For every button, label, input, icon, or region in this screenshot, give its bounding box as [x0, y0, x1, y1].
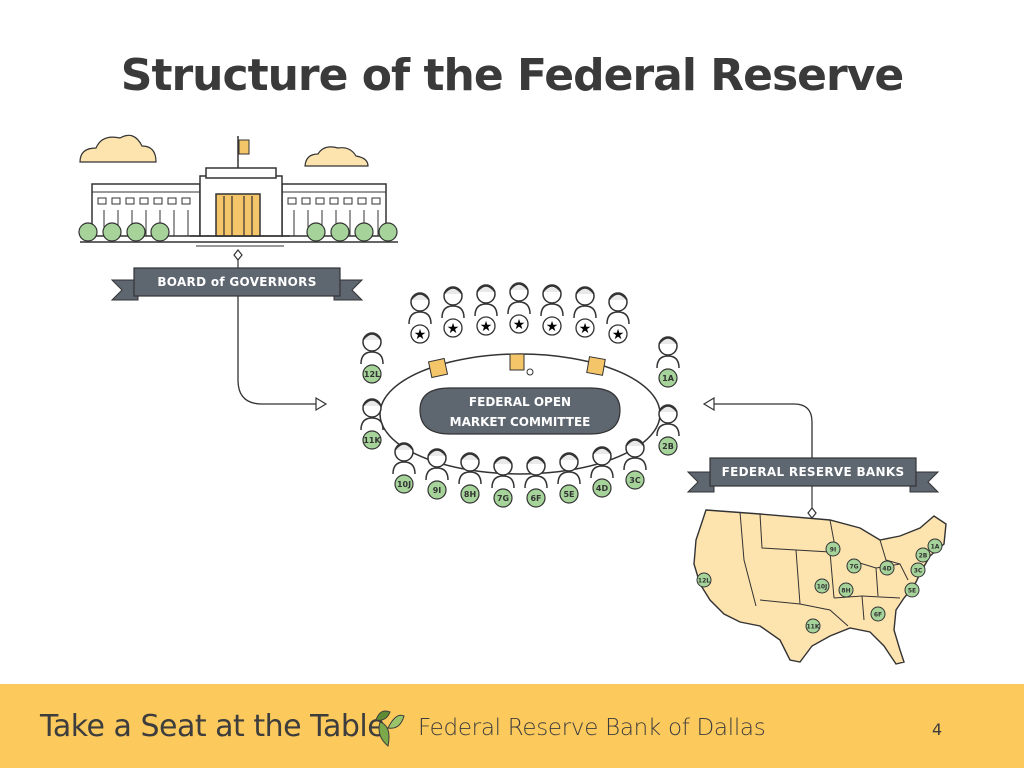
- federal-reserve-banks-label: FEDERAL RESERVE BANKS: [721, 465, 905, 479]
- governors-group: ★ ★ ★ ★ ★ ★ ★: [408, 282, 630, 344]
- board-of-governors-label: BOARD of GOVERNORS: [157, 275, 317, 289]
- district-badge-label: 11K: [363, 436, 381, 445]
- fomc-label: FEDERAL OPEN MARKET COMMITTEE: [420, 392, 620, 432]
- fomc-label-line1: FEDERAL OPEN: [468, 395, 572, 409]
- svg-text:★: ★: [513, 317, 526, 333]
- district-badge-label: 3C: [629, 476, 641, 485]
- map-district-badge: 5E: [904, 582, 920, 598]
- svg-text:★: ★: [546, 319, 559, 335]
- svg-text:11K: 11K: [807, 624, 820, 631]
- cloud-icon: [79, 134, 157, 163]
- svg-text:5E: 5E: [908, 588, 916, 595]
- leaf-logo-icon: [375, 710, 405, 747]
- district-badge-label: 1A: [662, 374, 675, 383]
- footer-title: Take a Seat at the Table: [40, 709, 386, 744]
- map-district-badge: 11K: [805, 618, 821, 634]
- district-president: 6F: [524, 456, 548, 508]
- district-badge-label: 9I: [433, 486, 442, 495]
- map-district-badge: 7G: [846, 558, 862, 574]
- district-president: 7G: [491, 456, 515, 508]
- svg-text:7G: 7G: [849, 564, 858, 571]
- district-badge-label: 7G: [497, 494, 509, 503]
- page-number: 4: [932, 720, 943, 739]
- map-district-badge: 10J: [814, 578, 830, 594]
- district-president: 4D: [590, 446, 614, 498]
- svg-text:★: ★: [480, 319, 493, 335]
- svg-text:3C: 3C: [914, 568, 923, 575]
- district-president: 9I: [425, 448, 449, 500]
- svg-text:9I: 9I: [830, 547, 836, 554]
- svg-text:10J: 10J: [817, 584, 828, 591]
- district-badge-label: 8H: [464, 490, 476, 499]
- presidents-group: 12L 11K 10J 9I 8H 7G 6F 5E 4D 3C 2B 1A: [360, 332, 680, 508]
- svg-text:★: ★: [579, 321, 592, 337]
- district-badge-label: 4D: [596, 484, 609, 493]
- svg-text:6F: 6F: [874, 612, 882, 619]
- district-president: 11K: [360, 398, 384, 450]
- map-district-badge: 12L: [696, 572, 712, 588]
- svg-text:4D: 4D: [882, 566, 891, 573]
- map-district-badge: 6F: [870, 606, 886, 622]
- district-badge-label: 5E: [563, 490, 574, 499]
- district-badge-label: 6F: [530, 494, 541, 503]
- map-district-badge: 3C: [910, 562, 926, 578]
- footer-bar: Take a Seat at the Table Federal Reserve…: [0, 684, 1024, 768]
- slide-title: Structure of the Federal Reserve: [120, 50, 904, 101]
- district-president: 8H: [458, 452, 482, 504]
- map-district-badge: 4D: [879, 560, 895, 576]
- svg-text:2B: 2B: [919, 553, 928, 560]
- svg-text:1A: 1A: [931, 544, 940, 551]
- district-president: 3C: [623, 438, 647, 490]
- map-district-badge: 2B: [915, 547, 931, 563]
- district-president: 1A: [656, 336, 680, 388]
- district-president: 12L: [360, 332, 384, 384]
- tree-icon: [78, 222, 398, 242]
- map-district-badge: 1A: [927, 538, 943, 554]
- map-district-badge: 8H: [838, 582, 854, 598]
- fomc-label-line2: MARKET COMMITTEE: [449, 415, 591, 429]
- district-badge-label: 10J: [397, 480, 411, 489]
- district-president: 10J: [392, 442, 416, 494]
- svg-text:★: ★: [447, 321, 460, 337]
- district-badge-label: 12L: [364, 370, 380, 379]
- district-president: 2B: [656, 404, 680, 456]
- district-badge-label: 2B: [662, 442, 674, 451]
- board-banner: [110, 267, 364, 301]
- reserve-banks-banner: [686, 457, 940, 493]
- svg-text:8H: 8H: [841, 588, 850, 595]
- cloud-icon: [304, 146, 369, 167]
- svg-text:12L: 12L: [698, 578, 710, 585]
- map-district-badge: 9I: [825, 541, 841, 557]
- svg-text:★: ★: [612, 327, 625, 343]
- svg-text:★: ★: [414, 327, 427, 343]
- district-president: 5E: [557, 452, 581, 504]
- footer-org-name: Federal Reserve Bank of Dallas: [418, 715, 766, 741]
